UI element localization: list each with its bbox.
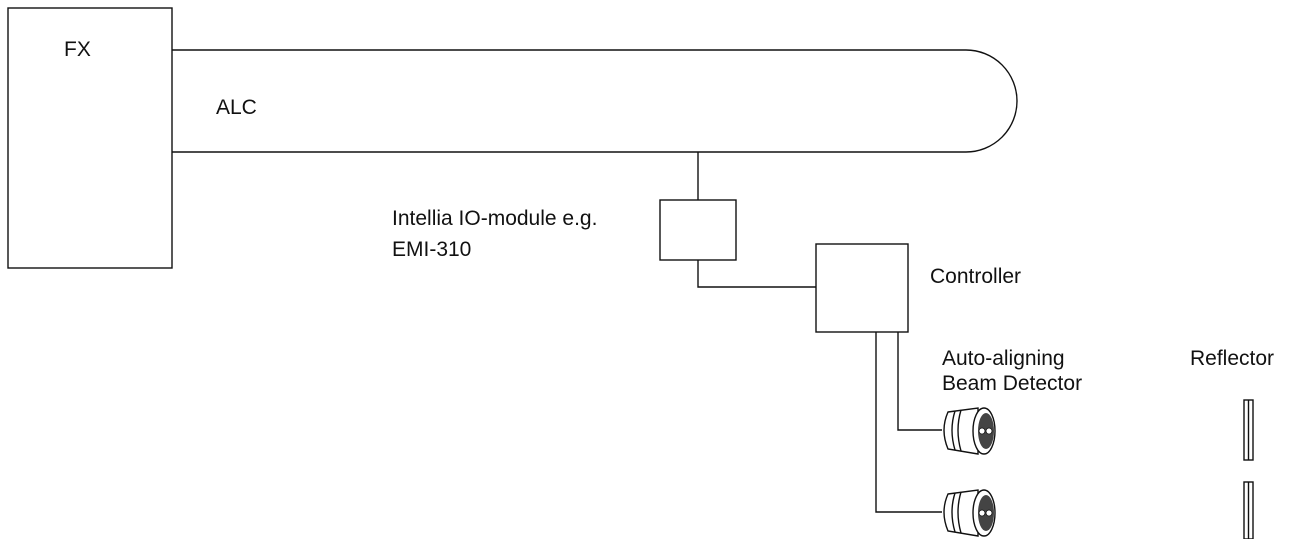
beam-detector-icon-1	[943, 407, 996, 455]
io-module-box	[659, 199, 737, 261]
io-module-label-line1: Intellia IO-module e.g.	[392, 207, 597, 230]
io-module-to-controller-wire	[697, 260, 816, 288]
controller-to-detector1-wire	[897, 332, 942, 431]
detector-label-line1: Auto-aligning	[942, 347, 1065, 370]
beam-detector-icon-2	[943, 489, 996, 537]
alc-loop-label: ALC	[216, 96, 257, 119]
controller-to-detector2-wire	[875, 332, 942, 513]
reflector-icon-2	[1243, 481, 1254, 539]
detector-label-line2: Beam Detector	[942, 372, 1082, 395]
io-module-label-line2: EMI-310	[392, 238, 471, 261]
alc-loop-line	[172, 49, 1018, 153]
fx-panel-label: FX	[64, 38, 91, 61]
reflector-label: Reflector	[1190, 347, 1274, 370]
reflector-icon-1	[1243, 399, 1254, 461]
controller-label: Controller	[930, 265, 1021, 288]
fx-panel-box	[7, 7, 173, 269]
controller-box	[815, 243, 909, 333]
